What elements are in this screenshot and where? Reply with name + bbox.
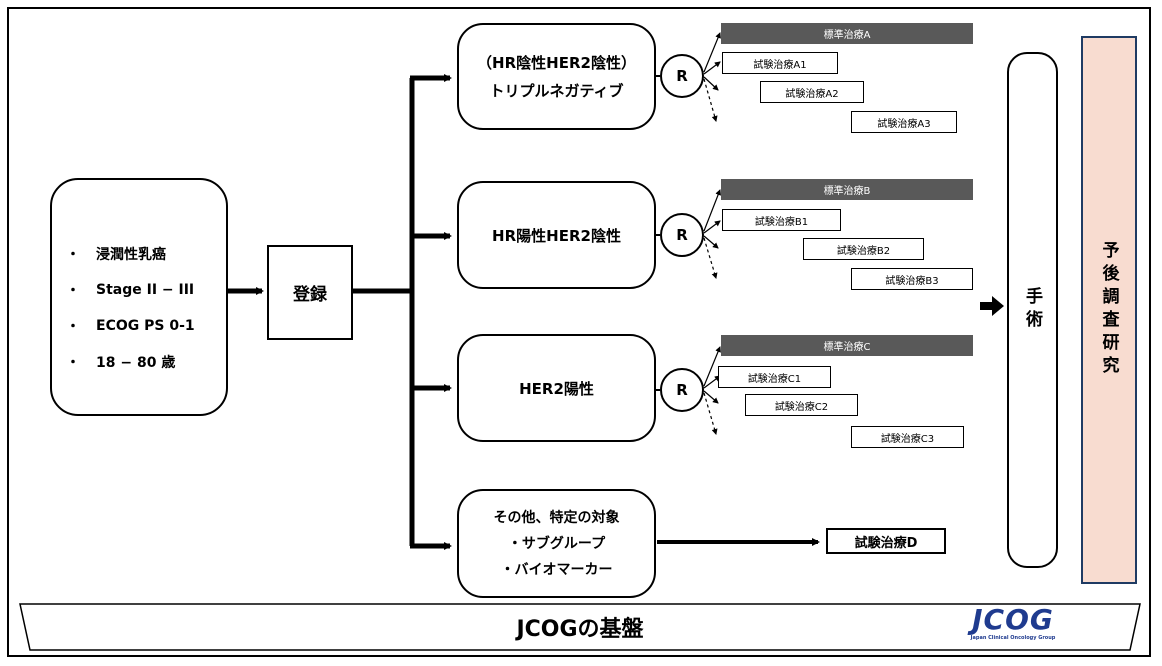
diagram-frame [7,7,1151,657]
randomization-c: R [660,368,704,412]
trial-treatment-a3: 試験治療A3 [851,111,957,133]
randomization-a: R [660,54,704,98]
trial-treatment-c1: 試験治療C1 [718,366,831,388]
branch-a-trial1 [703,61,721,75]
criteria-item: ・Stage II − III [66,282,195,299]
registration-box: 登録 [267,245,353,340]
standard-treatment-a: 標準治療A [721,23,973,44]
logo-tagline: Japan Clinical Oncology Group [970,635,1056,641]
standard-treatment-c: 標準治療C [721,335,973,356]
branch-c-trial2 [703,390,719,404]
trial-treatment-b1: 試験治療B1 [722,209,841,231]
branch-a-standard [703,32,721,73]
group-d-box: その他、特定の対象 ・サブグループ ・バイオマーカー [457,489,656,598]
arrow-to-surgery [980,296,1004,316]
trial-treatment-a2: 試験治療A2 [760,81,864,103]
group-a-box: （HR陰性HER2陰性） トリプルネガティブ [457,23,656,130]
group-c-box: HER2陽性 [457,334,656,442]
standard-treatment-b: 標準治療B [721,179,973,200]
trial-treatment-d: 試験治療D [826,528,946,554]
criteria-item: ・18 − 80 歳 [66,355,176,371]
branch-b-trial1 [703,220,721,234]
criteria-item: ・ECOG PS 0-1 [66,318,195,335]
group-b-box: HR陽性HER2陰性 [457,181,656,289]
branch-c-more [703,392,718,435]
logo-name: JCOG [972,603,1054,636]
criteria-item: ・浸潤性乳癌 [66,247,166,263]
branch-a-more [703,78,718,122]
branch-a-trial2 [703,76,719,91]
trial-treatment-c2: 試験治療C2 [745,394,858,416]
branch-b-more [703,237,718,279]
trial-treatment-b3: 試験治療B3 [851,268,973,290]
trial-treatment-a1: 試験治療A1 [722,52,838,74]
base-label: JCOGの基盤 [516,617,644,642]
branch-c-standard [703,346,721,387]
branch-b-trial2 [703,235,719,249]
surgery-box: 手術 [1007,52,1058,568]
trial-treatment-c3: 試験治療C3 [851,426,964,448]
randomization-b: R [660,213,704,257]
eligibility-criteria: ・浸潤性乳癌 ・Stage II − III ・ECOG PS 0-1 ・18 … [50,178,228,416]
jcog-logo: JCOG Japan Clinical Oncology Group [958,606,1068,648]
trial-treatment-b2: 試験治療B2 [803,238,924,260]
branch-b-standard [703,189,721,232]
branch-c-trial1 [703,375,721,389]
base-bar [19,603,1141,651]
followup-study-box: 予後調査研究 [1081,36,1137,584]
